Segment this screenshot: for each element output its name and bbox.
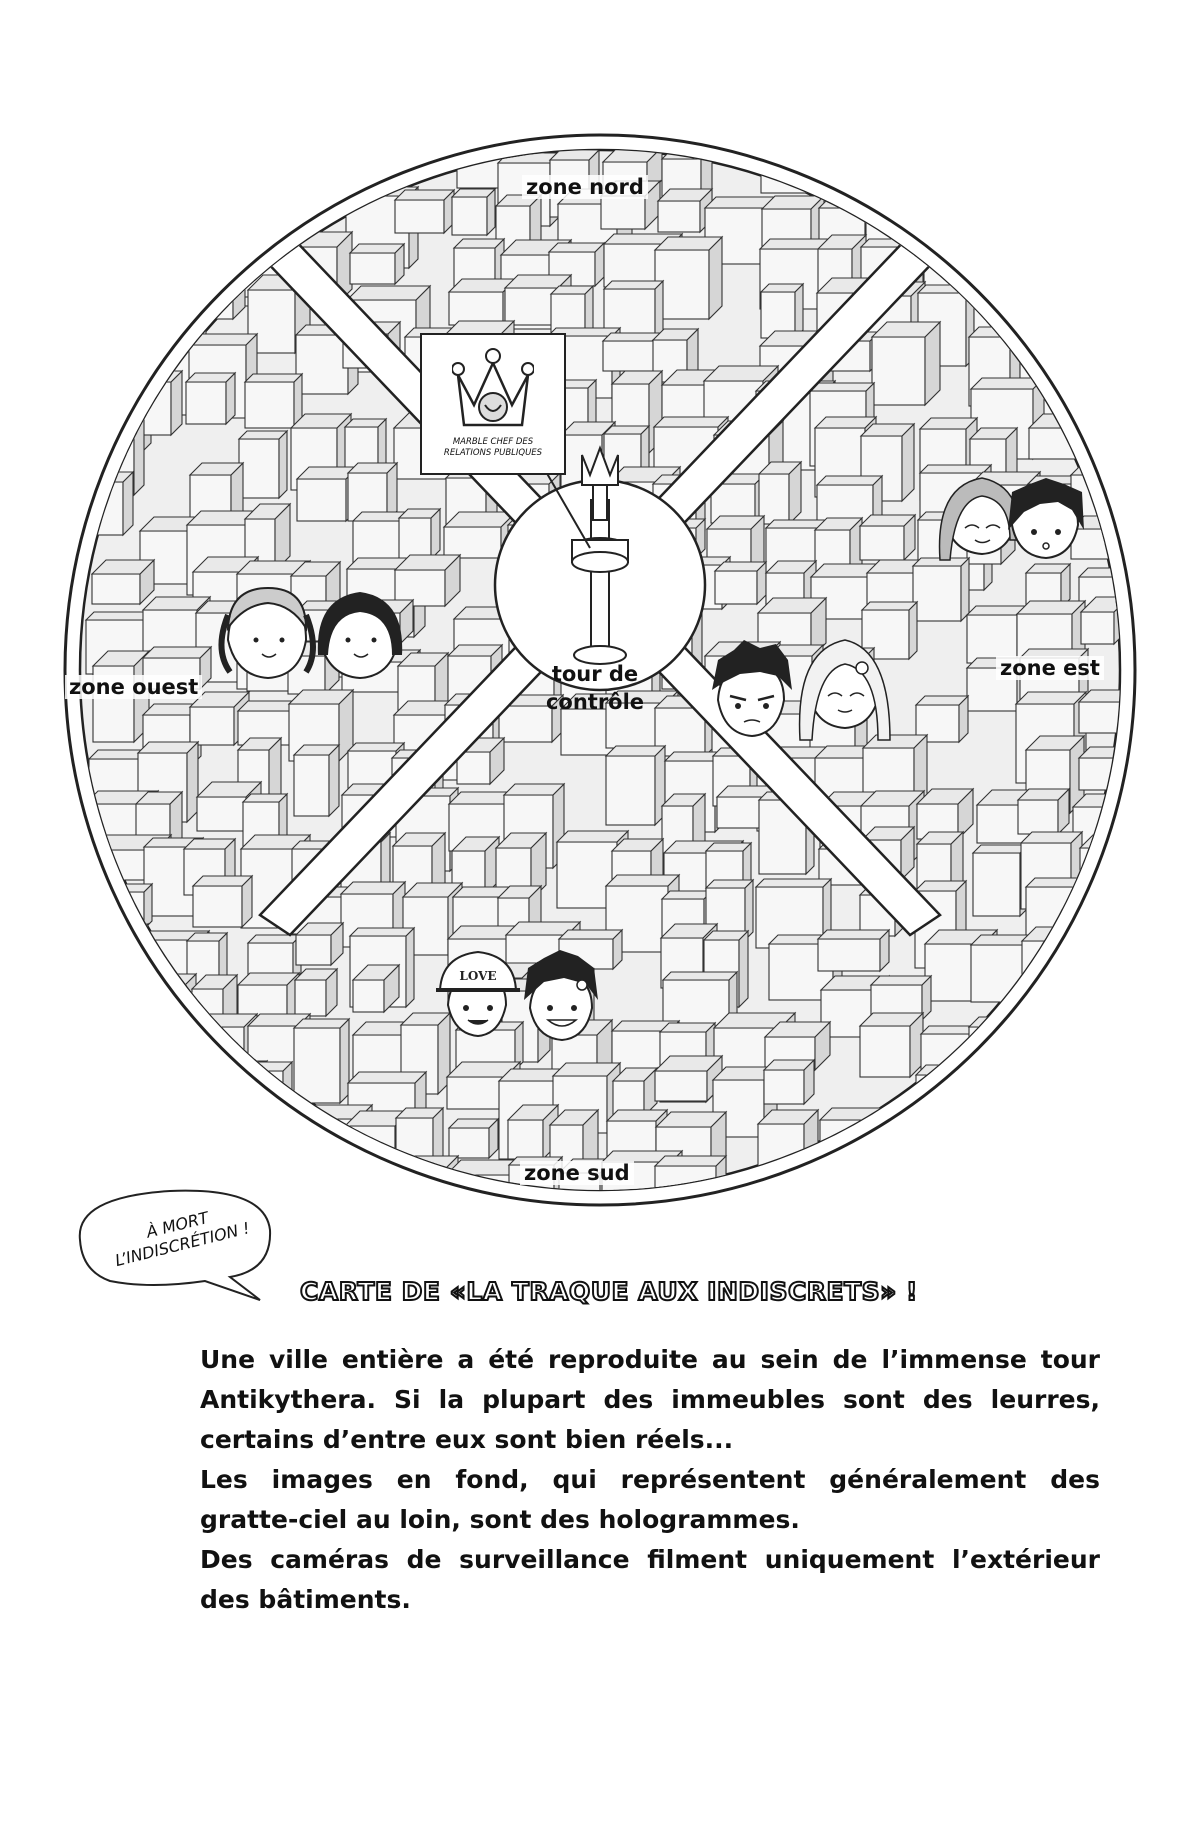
marble-sign: MARBLE CHEF DES RELATIONS PUBLIQUES <box>420 333 566 475</box>
building-block <box>653 1054 724 1103</box>
building-block <box>294 921 345 967</box>
building-block <box>450 187 497 237</box>
building-block <box>292 1017 351 1105</box>
building-block <box>497 693 565 744</box>
boy-messy-hair-icon <box>1008 478 1084 560</box>
building-block <box>759 282 805 340</box>
characters-layer: LOVE <box>218 477 1084 1042</box>
building-block <box>660 792 707 856</box>
page-heading: CARTE DE «LA TRAQUE AUX INDISCRETS» ! <box>299 1276 918 1307</box>
zone-east-label: zone est <box>996 656 1104 680</box>
building-block <box>870 320 942 407</box>
tower-label-line1: tour de <box>551 662 639 686</box>
building-block <box>292 743 341 818</box>
building-block <box>547 241 606 288</box>
crown-icon <box>452 348 534 427</box>
building-block <box>816 928 891 973</box>
building-block <box>237 429 289 500</box>
building-block <box>393 553 462 608</box>
zone-north-label: zone nord <box>522 175 648 199</box>
boy-love-cap-icon: LOVE <box>436 950 520 1038</box>
building-block <box>762 1058 816 1106</box>
girl-bob-hair-icon <box>317 592 403 680</box>
building-block <box>184 371 237 426</box>
building-block <box>1077 689 1120 734</box>
boy-spiky-hair-icon <box>712 640 792 738</box>
girl-twintails-icon <box>218 586 316 680</box>
building-block <box>399 1011 452 1096</box>
description-paragraph: Les images en fond, qui représentent gén… <box>200 1465 1100 1534</box>
control-tower-label: tour de contrôle <box>540 660 650 716</box>
building-block <box>447 1117 500 1160</box>
marble-caption: MARBLE CHEF DES RELATIONS PUBLIQUES <box>426 437 560 459</box>
girl-blonde-icon <box>798 639 891 741</box>
zone-south-label: zone sud <box>520 1161 634 1185</box>
speech-bubble <box>78 1189 272 1301</box>
boy-spiky-grin-icon <box>524 950 598 1042</box>
building-block <box>914 694 970 744</box>
description-paragraph: Des caméras de surveillance filment uniq… <box>200 1545 1100 1614</box>
building-block <box>858 1011 925 1079</box>
building-block <box>243 372 304 430</box>
marble-caption-line2: RELATIONS PUBLIQUES <box>443 448 543 458</box>
tower-label-line2: contrôle <box>545 690 645 714</box>
love-cap-text: LOVE <box>459 969 496 983</box>
building-block <box>351 963 401 1014</box>
building-block <box>243 502 292 573</box>
building-block <box>393 188 456 235</box>
girl-long-hair-icon <box>938 477 1021 561</box>
building-block <box>713 560 768 606</box>
marble-caption-line1: MARBLE CHEF DES <box>452 437 534 447</box>
description-block: Une ville entière a été reproduite au se… <box>200 1340 1100 1620</box>
building-block <box>1016 787 1071 836</box>
zone-west-label: zone ouest <box>65 675 203 699</box>
building-block <box>397 507 442 561</box>
building-block <box>858 513 917 562</box>
building-block <box>911 556 971 623</box>
description-paragraph: Une ville entière a été reproduite au se… <box>200 1345 1100 1454</box>
building-block <box>293 967 339 1018</box>
building-block <box>653 235 724 321</box>
control-tower-icon <box>571 445 629 665</box>
building-block <box>348 242 406 286</box>
building-block <box>191 874 254 929</box>
building-block <box>90 558 156 606</box>
